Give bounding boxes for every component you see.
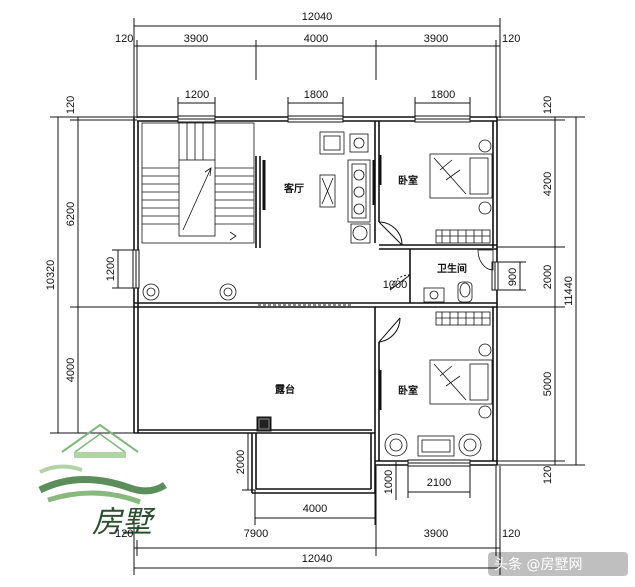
dim-bottom-1000: 1000: [383, 470, 395, 494]
dim-door-1000: 1000: [383, 279, 407, 291]
terrace-column: [256, 416, 272, 432]
room-terrace: 露台: [275, 383, 295, 396]
left-dimension-lines: [50, 116, 137, 434]
staircase: [141, 122, 255, 244]
top-dimension-lines: [133, 18, 501, 118]
doors: [378, 221, 411, 343]
dim-top-seg-1: 3900: [184, 33, 208, 45]
dim-top-margin-right: 120: [502, 33, 520, 45]
room-bedroom-top: 卧室: [398, 174, 418, 187]
wardrobe-top: [435, 229, 491, 244]
bed-bottom: [429, 343, 493, 419]
dim-left-win: 1200: [105, 257, 117, 281]
dim-left-seg-2: 4000: [65, 358, 77, 382]
logo-text: 房墅: [92, 505, 156, 540]
dim-bottom-win: 2100: [427, 477, 451, 489]
dim-bottom-total: 12040: [302, 553, 333, 565]
sofa-set: [319, 131, 371, 244]
dim-top-total: 12040: [302, 11, 333, 23]
dim-left-total: 10320: [45, 260, 57, 291]
dim-win-2: 1800: [304, 89, 328, 101]
dim-left-seg-1: 6200: [65, 202, 77, 226]
wardrobe-bottom: [435, 311, 491, 326]
dim-bottom-margin-left: 120: [115, 528, 133, 540]
dim-bottom-margin-right: 120: [502, 528, 520, 540]
right-dimension-lines: [497, 116, 585, 466]
dim-top-seg-2: 4000: [304, 33, 328, 45]
bathroom-fixtures: [423, 249, 494, 303]
dim-right-seg-3: 5000: [542, 372, 554, 396]
dim-right-margin-bottom: 120: [542, 466, 554, 484]
dim-top-margin-left: 120: [115, 33, 133, 45]
credit-text: 头条 @房墅网: [494, 556, 582, 573]
plants: [142, 283, 237, 301]
dim-left-margin-top: 120: [65, 96, 77, 114]
bed-top: [429, 139, 493, 215]
dim-win-3: 1800: [431, 89, 455, 101]
room-living: 客厅: [283, 182, 304, 195]
windows: [132, 115, 499, 467]
dim-right-seg-1: 4200: [542, 172, 554, 196]
dim-terrace-4000: 4000: [303, 503, 327, 515]
bottom-dimension-lines: [133, 433, 501, 575]
dim-bottom-seg-1: 7900: [244, 528, 268, 540]
credit-watermark: 头条 @房墅网: [488, 552, 628, 576]
brand-logo: 房墅: [38, 423, 167, 540]
dim-win-1: 1200: [185, 89, 209, 101]
dim-bath-900: 900: [507, 268, 519, 286]
dim-right-margin-top: 120: [542, 96, 554, 114]
dim-right-total: 11440: [563, 276, 575, 306]
dim-terrace-2000: 2000: [235, 450, 247, 474]
dim-bottom-seg-2: 3900: [424, 528, 448, 540]
bedroom-seating: [384, 433, 482, 457]
room-bedroom-bottom: 卧室: [398, 384, 418, 397]
dim-right-seg-2: 2000: [542, 265, 554, 289]
dimension-labels: 12040 120 120 3900 4000 3900 1200 1800 1…: [45, 11, 575, 565]
room-labels: 客厅 卧室 卫生间 露台 卧室: [275, 174, 467, 397]
room-bathroom: 卫生间: [437, 262, 467, 275]
dim-top-seg-3: 3900: [424, 33, 448, 45]
